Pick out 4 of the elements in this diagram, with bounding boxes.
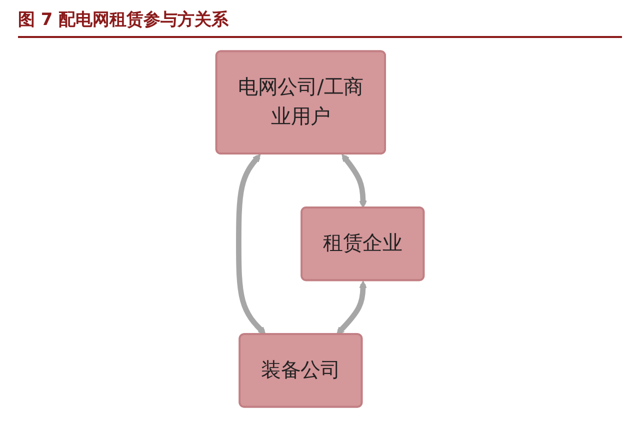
arrow: [342, 154, 367, 208]
figure-title: 图 7 配电网租赁参与方关系: [18, 9, 229, 31]
arrow: [236, 154, 266, 335]
arrow: [336, 280, 367, 335]
